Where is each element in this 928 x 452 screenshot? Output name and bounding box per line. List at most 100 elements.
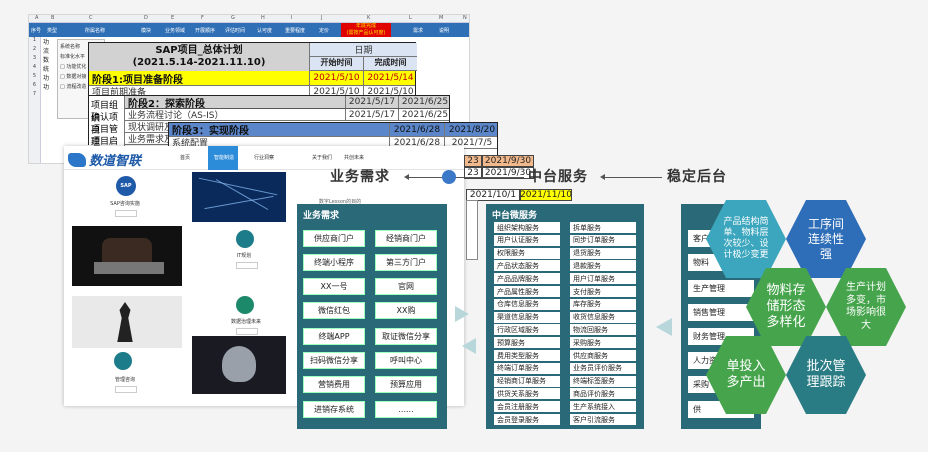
backend-item: 销售管理 [688, 304, 754, 321]
service-item: 同步订单服务 [570, 234, 636, 246]
middle-services-title: 中台微服务 [492, 211, 538, 221]
service-item: 经销商订单服务 [494, 375, 560, 387]
hexagon-line: 计极少变更 [723, 250, 769, 261]
form-line: 标准化水平 [60, 54, 86, 60]
start-date: 2021/5/17 [345, 109, 398, 120]
card-more-button[interactable] [115, 386, 137, 393]
start-time-header: 开始时间 [309, 57, 363, 71]
service-item: 商品评价服务 [570, 388, 636, 400]
task-label: 现状调研及 [128, 123, 174, 133]
logo-text: 数道智联 [89, 154, 142, 169]
header-red-cell: 年底完成 (需按产品认可度) [341, 23, 391, 37]
row-type: 功 [43, 39, 50, 46]
hexagon-characteristic: 工序间连续性强 [786, 200, 866, 278]
it-circle-icon [236, 230, 254, 248]
heading-stable-backend: 稳定后台 [667, 169, 727, 185]
header-cell: 评估时间 [225, 28, 246, 34]
biz-item: 微信红包 [303, 302, 365, 319]
nav-item-smart-manufacturing[interactable]: 智能制造 [214, 155, 235, 161]
left-label: 确认项目 [91, 113, 119, 136]
business-demand-box: 业务需求 供应商门户 经销商门户 终端小程序 第三方门户 XX一号 官网 微信红… [297, 204, 447, 429]
arrow-right-to-mid-icon [455, 306, 469, 322]
card-management-consulting[interactable]: 管理咨询 [114, 377, 135, 383]
row-number: 2 [32, 46, 37, 52]
header-cell: 重要程度 [285, 28, 306, 34]
biz-item: XX购 [375, 302, 437, 319]
center-caption: 数字Lesson的目的 [318, 199, 362, 205]
header-cell: 定价 [319, 28, 330, 34]
hexagon-line: 单投入 [726, 358, 766, 374]
hexagon-line: 多产出 [726, 375, 766, 390]
service-item: 渠道信息服务 [494, 311, 560, 323]
sheet-header-band: 序号 类型 所属名称 模块 业务领域 开展顺序 评估时间 认可度 重要程度 定价… [29, 23, 469, 37]
row-type: 功 [43, 84, 50, 91]
service-item: 用户认证服务 [494, 234, 560, 246]
hexagon-line: 生产计划 [846, 282, 886, 293]
connector-dot-icon [442, 170, 456, 184]
nav-item-home[interactable]: 首页 [180, 155, 191, 161]
nav-active-highlight [208, 146, 238, 170]
row-number: 6 [32, 82, 37, 88]
card-data-governance[interactable]: 数据治理未来 [230, 319, 261, 325]
hexagon-text: 单投入多产出 [726, 359, 765, 392]
nav-item-industry[interactable]: 行业洞察 [254, 155, 275, 161]
hexagon-text: 工序间连续性强 [808, 217, 844, 262]
red-cell-line: (需按产品认可度) [346, 30, 386, 36]
logo-mark-icon [68, 152, 86, 167]
heading-middle-platform: 中台服务 [528, 169, 588, 185]
form-line: □ 流程改造 [60, 84, 87, 90]
data-circle-icon [236, 296, 254, 314]
header-cell: 认可度 [257, 28, 273, 34]
phase-label: 阶段3：实现阶段 [172, 126, 249, 137]
biz-item: 终端APP [303, 328, 365, 345]
connector-arrow-left-icon [404, 174, 409, 180]
float-date: 2021/9/30 [482, 167, 534, 179]
task-label: 项目前期准备 [92, 88, 147, 98]
hexagon-line: 大 [861, 319, 871, 331]
card-sap-consulting[interactable]: SAP咨询实施 [110, 201, 140, 207]
service-item: 费用类型服务 [494, 350, 560, 361]
business-demand-title: 业务需求 [303, 211, 340, 221]
hexagon-line: 次较少、设 [723, 239, 769, 249]
arrow-left-to-biz-icon [462, 338, 476, 354]
nav-item-about[interactable]: 关于我们 [312, 155, 333, 161]
row-type: 流 [43, 48, 50, 55]
card-more-button[interactable] [236, 328, 258, 335]
col-letter: E [171, 15, 175, 21]
middle-services-box: 中台微服务 组织架构服务用户认证服务权限服务产品状态服务产品品牌服务产品属性服务… [486, 204, 644, 429]
form-line: □ 数据对接 [60, 74, 87, 80]
col-letter: B [51, 15, 55, 21]
task-row: 业务流程讨论（AS-IS） 2021/5/17 2021/6/25 [89, 109, 449, 121]
keyboard-shape [94, 262, 164, 274]
header-cell: 序号 [31, 28, 42, 34]
connector-line-right [604, 177, 662, 178]
service-item: 拆单服务 [570, 222, 636, 233]
end-date: 2021/7/5 [444, 137, 497, 148]
hexagon-characteristic: 生产计划多变，市场影响很大 [826, 268, 906, 346]
hexagon-line: 连续性 [807, 231, 844, 246]
start-date: 2021/5/10 [309, 71, 363, 85]
service-item: 业务员评价服务 [570, 362, 636, 374]
sap-badge-text: SAP [120, 183, 132, 189]
connector-line-left [408, 177, 524, 178]
row-number: 1 [32, 37, 37, 43]
header-cell: 业务领域 [165, 28, 186, 34]
service-item: 收货信息服务 [570, 311, 636, 323]
site-logo: 数道智联 [68, 150, 141, 169]
header-cell: 说明 [439, 28, 450, 34]
end-date: 2021/6/25 [398, 109, 449, 120]
header-cell: 开展顺序 [195, 28, 216, 34]
service-item: 库存服务 [570, 298, 636, 310]
service-item: 权限服务 [494, 247, 560, 259]
card-more-button[interactable] [236, 262, 258, 269]
biz-item: 取证微信分享 [375, 328, 437, 345]
phase-label: 阶段1:项目准备阶段 [92, 74, 183, 86]
card-it-planning[interactable]: IT规划 [236, 253, 252, 259]
biz-item: XX一号 [303, 278, 365, 295]
card-more-button[interactable] [115, 210, 137, 217]
hexagon-text: 批次管理跟踪 [806, 359, 845, 392]
service-item: 终端订单服务 [494, 362, 560, 374]
management-circle-icon [114, 352, 132, 370]
nav-item-future[interactable]: 共创未来 [344, 155, 365, 161]
float-date: 23 [464, 167, 482, 179]
